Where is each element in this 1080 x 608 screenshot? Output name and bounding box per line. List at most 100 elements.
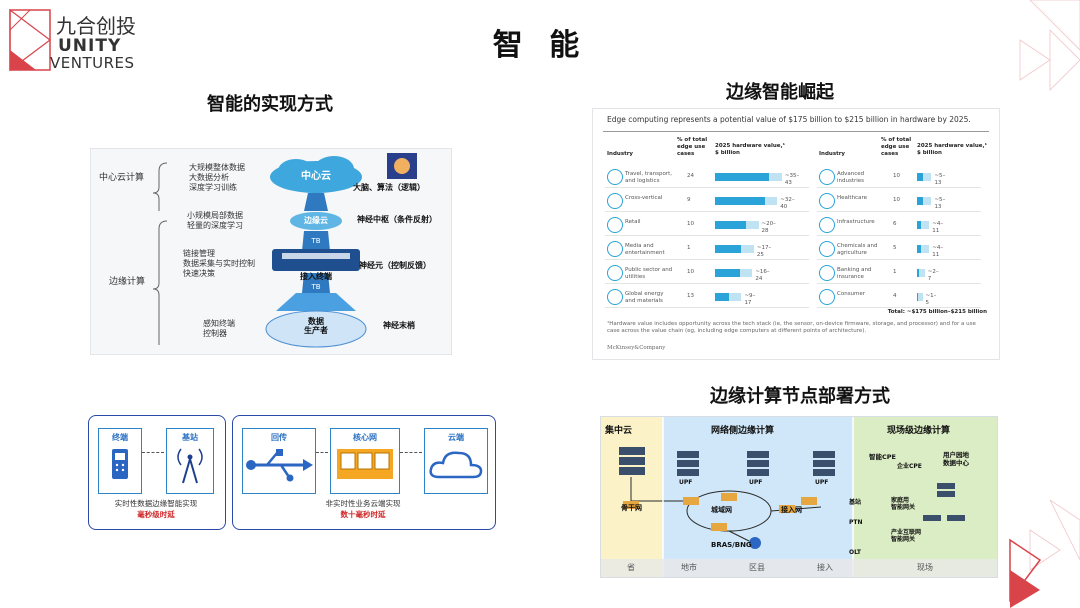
left-industry-range: ~9–17 [744, 293, 756, 306]
right-industry-name: Consumer [837, 291, 866, 297]
net-label-bras: BRAS/BNG [711, 541, 752, 549]
left-industry-range: ~16–24 [755, 269, 770, 282]
right-industry-name: Advanced industries [837, 171, 865, 184]
right-industry-bar-low [917, 293, 919, 301]
left-industry-icon [607, 217, 623, 233]
right-industry-bar-high [917, 245, 930, 253]
desc-row-3: 链接管理 数据采集与实时控制 快速决策 [183, 249, 255, 278]
core-network-icon [337, 449, 393, 479]
chart-source: McKinsey&Company [607, 345, 666, 351]
arrow-core-cloud [400, 452, 422, 454]
node-center-cloud: 中心云 [301, 171, 331, 182]
terminal-label: 终端 [112, 433, 128, 442]
net-label-olt: OLT [849, 549, 862, 556]
nonrealtime-caption-red: 数十毫秒时延 [340, 510, 386, 519]
chart-footnote: ¹Hardware value includes opportunity acr… [607, 321, 976, 334]
left-industry-name: Media and entertainment [625, 243, 665, 256]
arrow-backhaul-core [316, 452, 328, 454]
site-label-home-gw: 家庭用 智能网关 [891, 497, 916, 511]
node-cloud: 云端 [424, 428, 488, 494]
role-row-1: 大脑、算法（逻辑） [353, 183, 425, 192]
logo-icon [9, 8, 51, 72]
chart-headline: Edge computing represents a potential va… [607, 115, 971, 124]
label-center-cloud: 中心云计算 [99, 173, 145, 183]
zone-site [853, 417, 997, 577]
net-label-metro: 城域网 [711, 506, 732, 514]
left-industry-icon [607, 241, 623, 257]
bottom-label-site: 现场 [917, 563, 933, 572]
left-industry-icon [607, 193, 623, 209]
decor-triangles-bottom [1009, 500, 1080, 608]
antenna-icon [177, 448, 203, 484]
left-industry-pct: 9 [687, 197, 691, 203]
arrow-terminal-bs [142, 452, 164, 454]
right-industry-range: ~2–7 [927, 269, 939, 282]
terminal-icon [112, 449, 128, 479]
left-industry-bar-high [715, 173, 782, 181]
desc-row-2: 小规模局部数据 轻量的深度学习 [187, 211, 243, 230]
left-industry-pct: 24 [687, 173, 694, 179]
realtime-caption: 实时性数据边缘智能实现 [114, 499, 198, 508]
bottom-label-province: 省 [627, 563, 635, 572]
nonrealtime-caption: 非实时性业务云端实现 [325, 499, 401, 508]
tb-label-2: TB [311, 283, 321, 291]
site-label-industry-gw: 产业互联网 智能网关 [891, 529, 922, 543]
usb-icon [246, 449, 313, 482]
left-industry-pct: 10 [687, 221, 694, 227]
left-industry-range: ~17–25 [756, 245, 772, 258]
label-edge-computing: 边缘计算 [109, 277, 146, 287]
col-industry-right: Industry [819, 151, 846, 157]
logo-en-line1: UNITY [58, 36, 122, 56]
right-industry-bar-low [917, 197, 923, 205]
right-industry-bar-low [917, 269, 920, 277]
net-label-backbone: 骨干网 [621, 504, 642, 512]
decor-triangles-top [1019, 0, 1080, 91]
backhaul-label: 回传 [271, 433, 287, 442]
left-industry-bar-low [715, 269, 740, 277]
left-industry-name: Retail [625, 219, 641, 225]
left-industry-bar-high [715, 245, 754, 253]
right-industry-bar-low [917, 221, 922, 229]
right-industry-bar-high [917, 293, 923, 301]
right-industry-bar-low [917, 245, 922, 253]
right-industry-pct: 1 [893, 269, 897, 275]
net-label-upf-3: UPF [815, 479, 829, 486]
node-base-station: 基站 [166, 428, 214, 494]
left-industry-range: ~35–43 [784, 173, 800, 186]
role-row-4: 神经末梢 [383, 321, 415, 330]
net-label-ptn: PTN [849, 519, 863, 526]
net-label-upf-1: UPF [679, 479, 693, 486]
zone-central [601, 417, 663, 577]
right-industry-pct: 5 [893, 245, 897, 251]
right-industry-range: ~5–13 [934, 197, 946, 210]
zone-site-label: 现场级边缘计算 [887, 426, 951, 436]
realtime-caption-red: 毫秒级时延 [137, 510, 175, 519]
implementation-diagram: 中心云计算 边缘计算 大规模整体数据 大数据分析 深度学习训练 小规模局部数据 … [90, 148, 452, 355]
right-industry-pct: 10 [893, 173, 900, 179]
right-industry-name: Healthcare [837, 195, 867, 201]
logo-cn-text: 九合创投 [56, 14, 136, 38]
right-industry-icon [819, 289, 835, 305]
node-edge-cloud: 边缘云 [304, 216, 328, 225]
logo-en-line2: VENTURES [50, 54, 135, 72]
col-pct-right: % of total edge use cases [881, 137, 912, 157]
section-title-edge-rise: 边缘智能崛起 [726, 82, 834, 103]
bottom-label-access: 接入 [817, 563, 833, 572]
brain-icon [387, 153, 417, 179]
col-industry-left: Industry [607, 151, 634, 157]
right-industry-range: ~4–11 [932, 245, 944, 258]
desc-row-1: 大规模整体数据 大数据分析 深度学习训练 [189, 163, 245, 192]
brace-lines [152, 162, 168, 345]
node-data-producer: 数据 生产者 [304, 317, 328, 335]
left-industry-icon [607, 169, 623, 185]
chart-total: Total: ~$175 billion–$215 billion [887, 309, 987, 315]
right-industry-pct: 4 [893, 293, 897, 299]
right-industry-pct: 10 [893, 197, 900, 203]
role-row-2: 神经中枢（条件反射） [357, 215, 437, 224]
site-label-smart-cpe: 智能CPE [869, 453, 896, 461]
right-industry-icon [819, 169, 835, 185]
left-industry-pct: 10 [687, 269, 694, 275]
left-industry-name: Public sector and utilities [625, 267, 673, 280]
right-industry-bar-high [917, 197, 932, 205]
col-value-left: 2025 hardware value,¹ $ billion [715, 143, 785, 156]
